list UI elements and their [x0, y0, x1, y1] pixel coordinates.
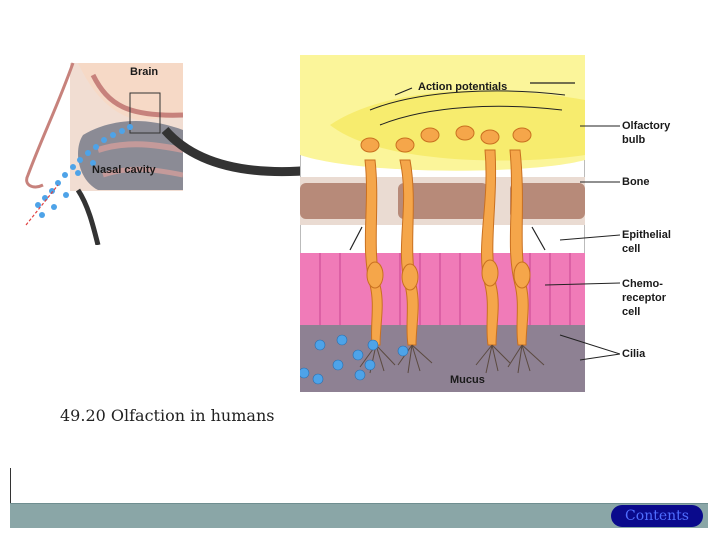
epithelium-layer	[300, 253, 585, 325]
throat-outline	[75, 188, 101, 245]
epithelial-cells	[319, 253, 571, 325]
turbinate	[97, 141, 183, 153]
ap-arrow	[369, 90, 566, 111]
bone-plate	[398, 183, 488, 219]
contents-button[interactable]: Contents	[611, 505, 703, 527]
ap-arrow	[394, 87, 413, 96]
detail-box	[129, 92, 161, 134]
label-cilia: Cilia	[622, 348, 646, 360]
signal-arrow	[349, 226, 363, 251]
nose-outline	[25, 62, 75, 189]
bone-plate	[510, 183, 585, 219]
head-profile-diagram: Brain Nasal cavity	[25, 62, 183, 245]
label-brain: Brain	[130, 66, 158, 78]
airflow-arrow	[25, 184, 59, 226]
turbinate	[102, 166, 183, 178]
figure-caption: 49.20 Olfaction in humans	[60, 406, 275, 425]
label-nasal-cavity: Nasal cavity	[92, 164, 156, 176]
zoom-arrow-shaft	[161, 126, 316, 177]
chemoreceptor-neurons	[360, 125, 532, 346]
olfactory-detail-diagram: Action potentials Mucus	[300, 55, 585, 392]
brain-membrane	[90, 73, 183, 118]
signal-arrow	[531, 226, 546, 251]
ap-arrow	[379, 105, 563, 126]
slide-divider	[10, 468, 11, 504]
label-chemoreceptor-cell: Chemo- receptor cell	[622, 278, 667, 318]
label-bone: Bone	[622, 176, 650, 188]
brain-region	[78, 63, 183, 120]
label-epithelial-cell: Epithelial cell	[622, 229, 671, 255]
label-mucus: Mucus	[450, 374, 485, 386]
bone-plate	[300, 183, 370, 219]
olfactory-bulb	[330, 90, 585, 161]
label-olfactory-bulb: Olfactory bulb	[622, 120, 671, 146]
bottom-nav-bar	[10, 503, 708, 528]
leader-lines	[544, 125, 620, 361]
label-action-potentials: Action potentials	[418, 81, 507, 93]
odor-molecules	[300, 334, 409, 385]
